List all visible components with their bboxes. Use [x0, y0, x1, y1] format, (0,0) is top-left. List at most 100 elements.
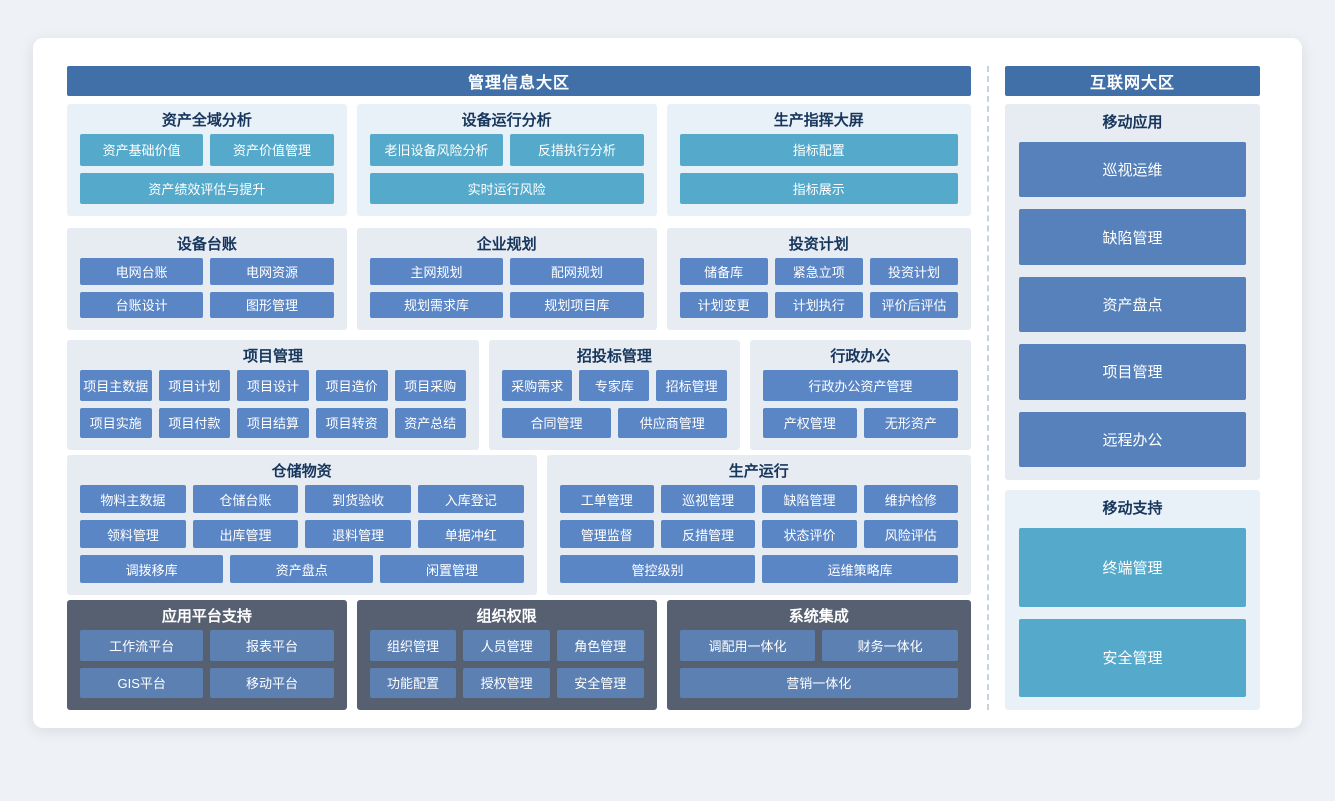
- module-button[interactable]: 反措执行分析: [510, 134, 644, 166]
- module-button[interactable]: 投资计划: [869, 258, 959, 285]
- module-button[interactable]: 台账设计: [80, 291, 204, 318]
- section-title-administrative-office: 行政办公: [830, 348, 891, 365]
- section-system-integration: 系统集成调配用一体化财务一体化营销一体化: [666, 600, 971, 710]
- section-title-investment-plan: 投资计划: [788, 236, 849, 253]
- module-button[interactable]: 巡视运维: [1019, 142, 1246, 198]
- module-button[interactable]: 项目付款: [158, 407, 231, 438]
- module-button[interactable]: 调拨移库: [80, 555, 224, 583]
- module-button[interactable]: 反措管理: [660, 520, 756, 548]
- module-button[interactable]: 巡视管理: [660, 485, 756, 513]
- section-production-command-screen: 生产指挥大屏指标配置指标展示: [666, 104, 971, 216]
- module-button[interactable]: 资产绩效评估与提升: [80, 172, 334, 204]
- module-button[interactable]: 缺陷管理: [1019, 209, 1246, 265]
- module-button[interactable]: 电网资源: [210, 258, 334, 285]
- module-button[interactable]: 储备库: [679, 258, 768, 285]
- module-button[interactable]: 无形资产: [863, 407, 958, 438]
- module-button[interactable]: 领料管理: [80, 520, 186, 548]
- module-button[interactable]: 采购需求: [502, 370, 573, 401]
- module-button[interactable]: 专家库: [579, 370, 650, 401]
- module-button[interactable]: 退料管理: [305, 520, 411, 548]
- module-button[interactable]: 出库管理: [192, 520, 299, 548]
- module-button[interactable]: 计划变更: [679, 291, 768, 318]
- module-button[interactable]: 规划项目库: [510, 291, 644, 318]
- module-button[interactable]: 单据冲红: [417, 520, 524, 548]
- button-row: 营销一体化: [679, 667, 958, 698]
- module-button[interactable]: 资产基础价值: [80, 134, 204, 166]
- module-button[interactable]: 人员管理: [463, 630, 550, 661]
- module-button[interactable]: 调配用一体化: [679, 630, 816, 661]
- module-button[interactable]: 项目实施: [80, 407, 152, 438]
- module-button[interactable]: 物料主数据: [80, 485, 186, 513]
- module-button[interactable]: 评价后评估: [869, 291, 959, 318]
- module-button[interactable]: 电网台账: [80, 258, 204, 285]
- module-button[interactable]: 组织管理: [369, 630, 457, 661]
- module-button[interactable]: 项目造价: [315, 370, 388, 401]
- module-button[interactable]: 风险评估: [863, 520, 958, 548]
- zone-header-internet: 互联网大区: [1005, 66, 1260, 96]
- module-button[interactable]: GIS平台: [80, 667, 204, 698]
- module-button[interactable]: 实时运行风险: [369, 172, 644, 204]
- module-button[interactable]: 运维策略库: [762, 555, 959, 583]
- module-button[interactable]: 缺陷管理: [762, 485, 857, 513]
- module-button[interactable]: 项目采购: [394, 370, 467, 401]
- module-button[interactable]: 项目设计: [237, 370, 309, 401]
- module-button[interactable]: 管理监督: [559, 520, 654, 548]
- module-button[interactable]: 仓储台账: [192, 485, 299, 513]
- button-rows: 主网规划配网规划规划需求库规划项目库: [369, 258, 644, 318]
- module-button[interactable]: 财务一体化: [822, 630, 958, 661]
- module-button[interactable]: 指标配置: [679, 134, 958, 166]
- module-button[interactable]: 工单管理: [559, 485, 654, 513]
- module-button[interactable]: 到货验收: [305, 485, 411, 513]
- section-title-app-platform-support: 应用平台支持: [161, 608, 252, 625]
- module-button[interactable]: 图形管理: [210, 291, 334, 318]
- module-button[interactable]: 角色管理: [556, 630, 644, 661]
- module-button[interactable]: 项目结算: [237, 407, 309, 438]
- module-button[interactable]: 行政办公资产管理: [762, 370, 958, 401]
- module-button[interactable]: 营销一体化: [679, 667, 958, 698]
- section-title-system-integration: 系统集成: [788, 608, 849, 625]
- module-button[interactable]: 项目主数据: [80, 370, 152, 401]
- section-title-equipment-operation-analysis: 设备运行分析: [461, 112, 552, 129]
- module-button[interactable]: 项目管理: [1019, 344, 1246, 400]
- button-row: 采购需求专家库招标管理: [502, 370, 727, 401]
- module-button[interactable]: 入库登记: [417, 485, 524, 513]
- module-button[interactable]: 供应商管理: [617, 407, 727, 438]
- module-button[interactable]: 计划执行: [774, 291, 863, 318]
- button-rows: 工单管理巡视管理缺陷管理维护检修管理监督反措管理状态评价风险评估管控级别运维策略…: [559, 485, 959, 583]
- module-button[interactable]: 报表平台: [210, 630, 334, 661]
- panel-buttons: 巡视运维缺陷管理资产盘点项目管理远程办公: [1019, 142, 1246, 468]
- module-button[interactable]: 老旧设备风险分析: [369, 134, 504, 166]
- module-button[interactable]: 移动平台: [210, 667, 334, 698]
- module-button[interactable]: 合同管理: [502, 407, 611, 438]
- module-button[interactable]: 资产盘点: [1019, 276, 1246, 333]
- button-rows: 指标配置指标展示: [679, 134, 958, 204]
- button-row: 电网台账电网资源: [80, 258, 334, 285]
- module-button[interactable]: 指标展示: [679, 172, 958, 204]
- module-button[interactable]: 状态评价: [762, 520, 857, 548]
- module-button[interactable]: 管控级别: [559, 555, 756, 583]
- module-button[interactable]: 配网规划: [510, 258, 644, 285]
- module-button[interactable]: 远程办公: [1019, 411, 1246, 468]
- section-warehouse-materials: 仓储物资物料主数据仓储台账到货验收入库登记领料管理出库管理退料管理单据冲红调拨移…: [67, 455, 537, 595]
- module-button[interactable]: 安全管理: [556, 667, 644, 698]
- module-button[interactable]: 安全管理: [1019, 618, 1246, 697]
- module-button[interactable]: 主网规划: [369, 258, 504, 285]
- module-button[interactable]: 规划需求库: [369, 291, 504, 318]
- module-button[interactable]: 产权管理: [762, 407, 857, 438]
- module-button[interactable]: 项目计划: [158, 370, 231, 401]
- module-button[interactable]: 功能配置: [369, 667, 457, 698]
- module-button[interactable]: 闲置管理: [380, 555, 524, 583]
- module-button[interactable]: 紧急立项: [774, 258, 863, 285]
- module-button[interactable]: 招标管理: [656, 370, 727, 401]
- module-button[interactable]: 维护检修: [863, 485, 958, 513]
- button-rows: 储备库紧急立项投资计划计划变更计划执行评价后评估: [679, 258, 959, 318]
- module-button[interactable]: 授权管理: [463, 667, 550, 698]
- module-button[interactable]: 资产盘点: [230, 555, 374, 583]
- module-button[interactable]: 项目转资: [315, 407, 388, 438]
- module-button[interactable]: 资产总结: [394, 407, 467, 438]
- module-button[interactable]: 资产价值管理: [210, 134, 334, 166]
- module-button[interactable]: 终端管理: [1019, 528, 1246, 607]
- module-button[interactable]: 工作流平台: [80, 630, 204, 661]
- zone-divider-dashed-line: [987, 66, 989, 710]
